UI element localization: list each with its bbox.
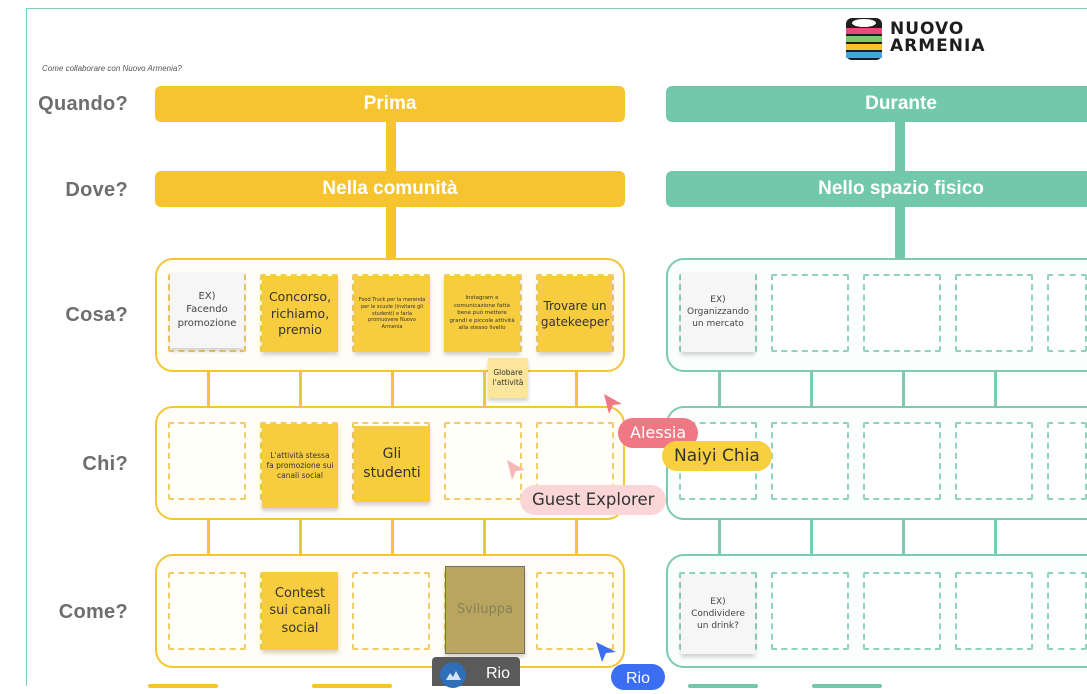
avatar-image-icon (446, 671, 461, 680)
connector (299, 352, 302, 408)
sticky-note[interactable]: EX) Organizzando un mercato (681, 272, 755, 352)
row-label-come: Come? (58, 601, 128, 623)
connector (994, 500, 997, 556)
sticky-note[interactable]: Contest sui canali social (262, 572, 338, 650)
banner-nella-comunita[interactable]: Nella comunità (155, 171, 625, 207)
slot-come-5[interactable] (536, 572, 614, 650)
slot-chi-1[interactable] (168, 422, 246, 500)
row-label-chi: Chi? (82, 453, 128, 475)
cursor-guest-icon (507, 460, 525, 480)
sticky-note[interactable]: EX) Facendo promozione (170, 272, 244, 348)
slot-come-3[interactable] (352, 572, 430, 650)
sticky-note[interactable]: EX) Condividere un drink? (681, 574, 755, 654)
logo-wordmark: NUOVO ARMENIA (890, 19, 986, 56)
banner-nello-spazio-fisico[interactable]: Nello spazio fisico (666, 171, 1087, 207)
connector (902, 352, 905, 408)
sticky-note[interactable]: L'attività stessa fa promozione sui cana… (262, 424, 338, 508)
row-label-quando: Quando? (38, 93, 128, 115)
durante-stem-top (895, 120, 905, 175)
slot-durante-come-3[interactable] (863, 572, 941, 650)
connector (718, 500, 721, 556)
bottom-strip (312, 684, 392, 688)
slot-durante-chi-4[interactable] (955, 422, 1033, 500)
connector (902, 500, 905, 556)
cursor-alessia-icon (604, 394, 622, 414)
connector (207, 500, 210, 556)
cursor-label-rio: Rio (611, 664, 665, 690)
bottom-strip (688, 684, 758, 688)
cursor-label-guest-explorer: Guest Explorer (520, 485, 667, 515)
sticky-note-selected[interactable]: Sviluppa (445, 566, 525, 654)
connector (575, 500, 578, 556)
slot-durante-come-5[interactable] (1047, 572, 1087, 650)
prima-stem-top (386, 120, 396, 175)
sticky-note[interactable]: Gli studenti (354, 426, 430, 502)
sticky-note-small[interactable]: Globare l'attività (488, 358, 528, 398)
connector (718, 352, 721, 408)
sticky-note[interactable]: Food Truck per la merenda per le scuole … (354, 276, 430, 352)
connector (810, 500, 813, 556)
connector (483, 500, 486, 572)
slot-durante-come-2[interactable] (771, 572, 849, 650)
board-frame (26, 8, 1087, 686)
connector (575, 352, 578, 408)
row-label-dove: Dove? (65, 179, 128, 201)
sticky-note[interactable]: Concorso, richiamo, premio (262, 276, 338, 352)
cursor-rio-icon (596, 642, 616, 662)
connector (391, 500, 394, 556)
slot-durante-chi-2[interactable] (771, 422, 849, 500)
bottom-strip (812, 684, 882, 688)
avatar (440, 662, 466, 688)
sticky-note[interactable]: Instagram e comunicazione fatta bene può… (444, 276, 520, 352)
connector (810, 352, 813, 408)
slot-durante-come-4[interactable] (955, 572, 1033, 650)
durante-stem-bottom (895, 206, 905, 260)
nuovo-armenia-logo (846, 18, 882, 60)
bottom-strip (148, 684, 218, 688)
banner-durante[interactable]: Durante (666, 86, 1087, 122)
slot-durante-cosa-5[interactable] (1047, 274, 1087, 352)
sticky-note[interactable]: Trovare un gatekeeper (538, 276, 612, 352)
slot-come-1[interactable] (168, 572, 246, 650)
connector (994, 352, 997, 408)
slot-durante-cosa-3[interactable] (863, 274, 941, 352)
prima-stem-bottom (386, 206, 396, 260)
slot-durante-cosa-2[interactable] (771, 274, 849, 352)
connector (299, 500, 302, 572)
rio-avatar-name: Rio (486, 665, 511, 682)
rio-avatar-chip: Rio (432, 657, 520, 688)
connector (207, 370, 210, 408)
slot-chi-4[interactable] (444, 422, 522, 500)
cursor-label-alessia: Alessia (618, 418, 699, 448)
slot-durante-chi-3[interactable] (863, 422, 941, 500)
slot-durante-cosa-4[interactable] (955, 274, 1033, 352)
connector (483, 352, 486, 408)
banner-prima[interactable]: Prima (155, 86, 625, 122)
cursor-label-naiyi: Naiyi Chia (662, 441, 772, 471)
board-subtitle: Come collaborare con Nuovo Armenia? (42, 64, 182, 73)
slot-durante-chi-5[interactable] (1047, 422, 1087, 500)
connector (391, 352, 394, 408)
row-label-cosa: Cosa? (65, 304, 128, 326)
